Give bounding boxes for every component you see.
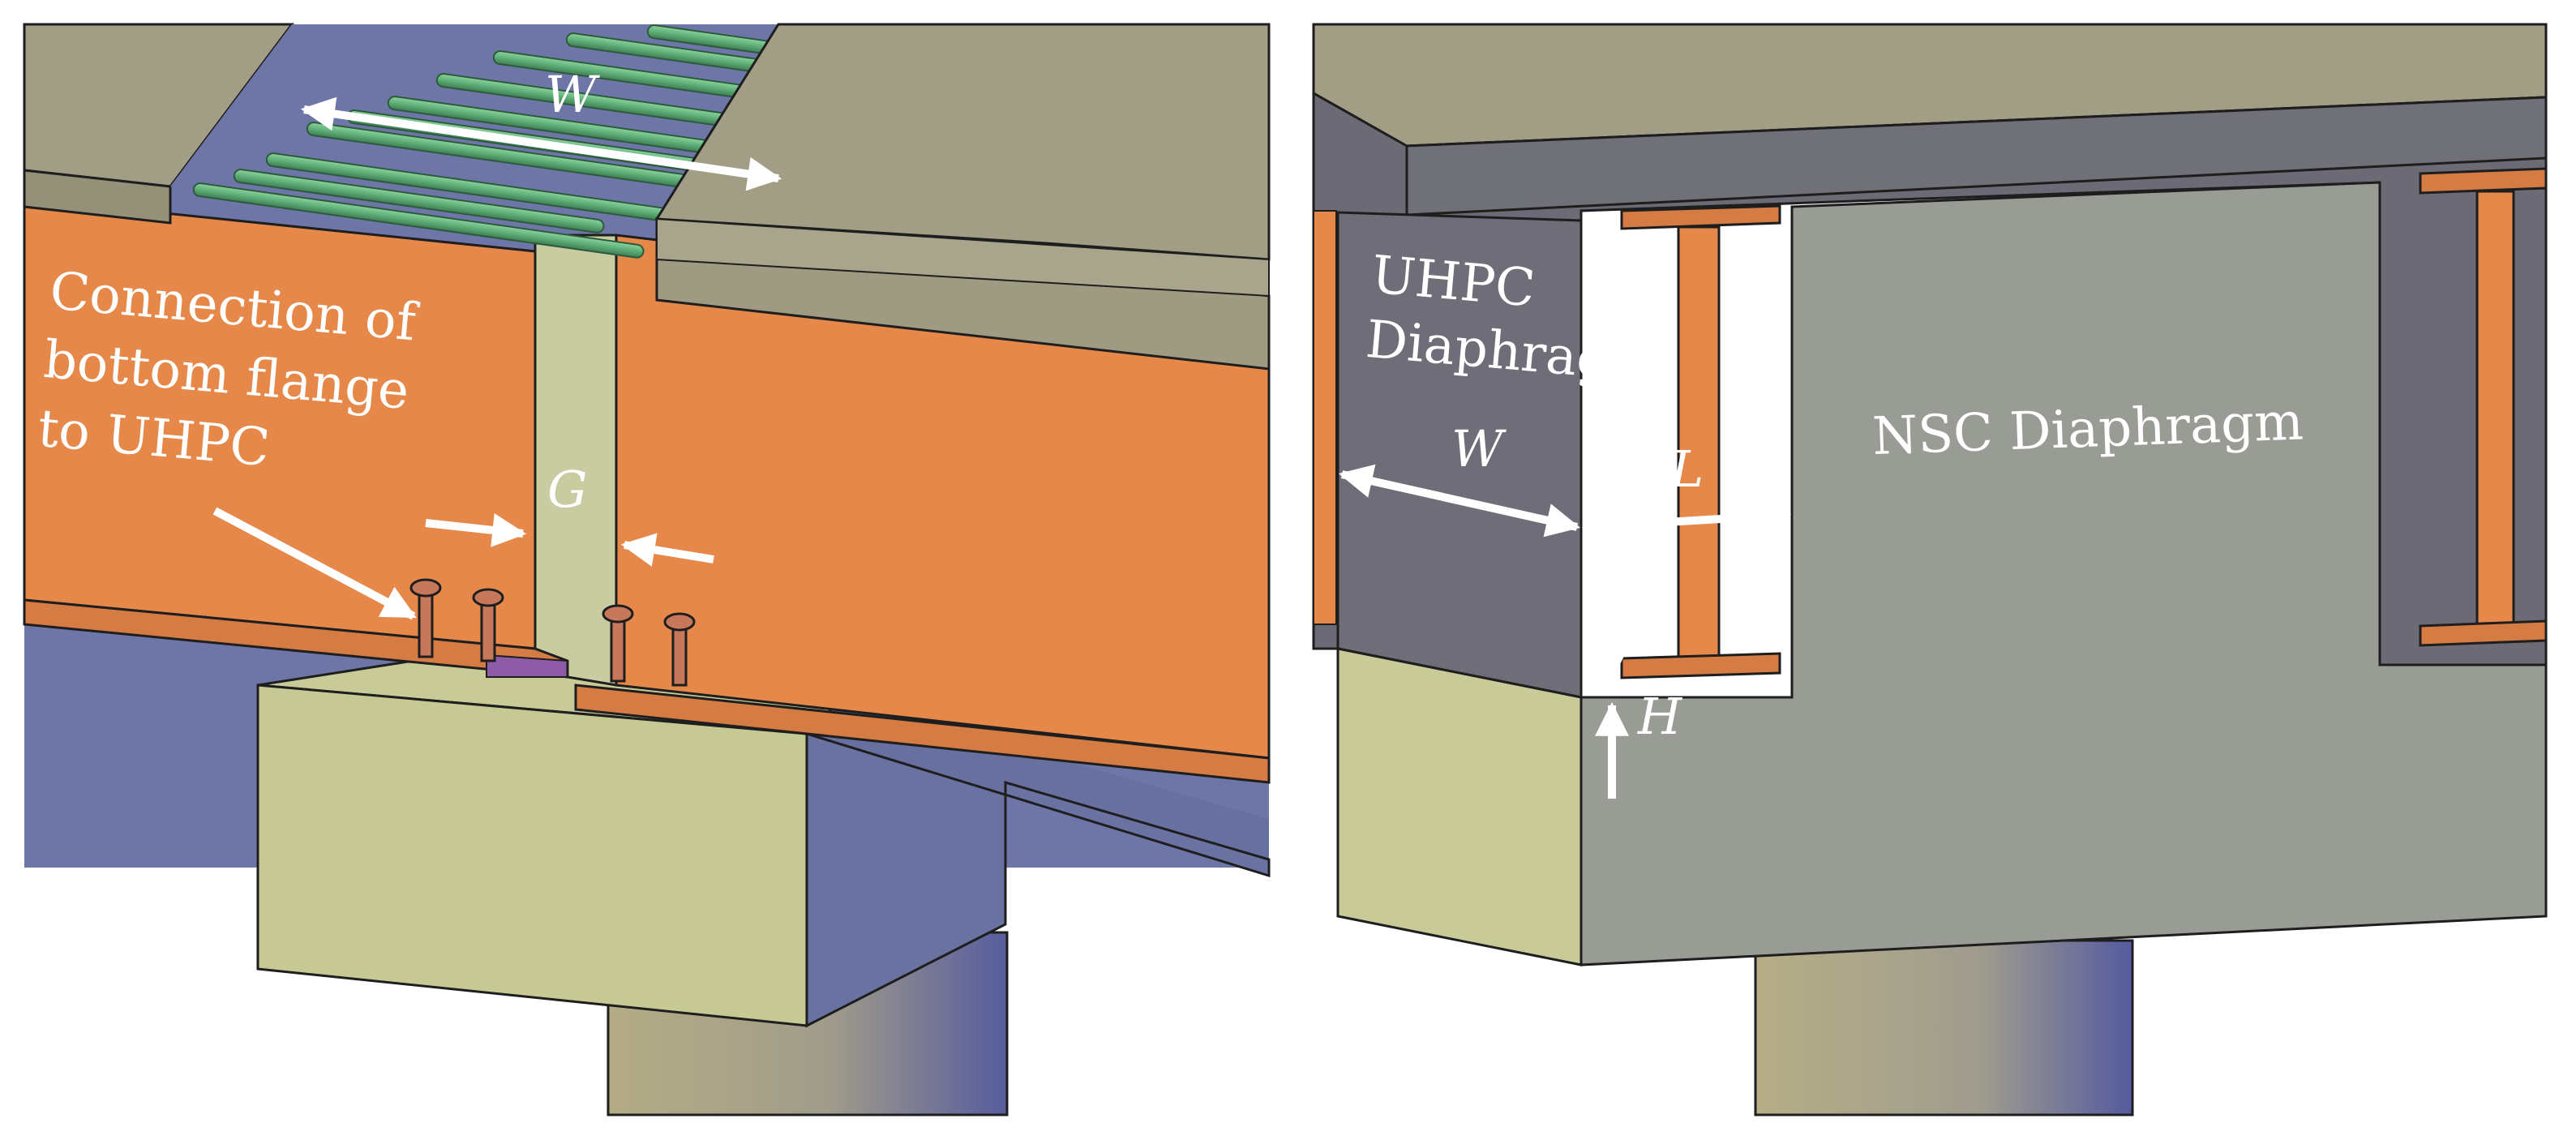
right-girder-bottom-flange [574,684,1271,784]
left-pier-cap-right [805,731,1271,1028]
i-girder-right [2419,167,2548,647]
right-deck-front-edge [1405,96,2548,216]
shear-stud [602,604,634,683]
gap-arrow-left [425,513,527,547]
height-label: H [1637,687,1683,746]
uhpc-label-line1: UHPC [1369,245,1537,319]
uhpc-gap-strip [534,234,618,687]
connection-pointer-arrow [212,507,417,620]
length-label: L [1669,439,1704,499]
length-arrow [1581,499,1792,542]
gap-label: G [547,460,588,519]
left-deck-slab-edge [23,169,172,225]
width-label: W [1451,419,1507,478]
right-panel: UHPC Diaphragm NSC Diaphragm W L H [1312,23,2548,1116]
i-girder-left [1620,204,1781,679]
width-arrow [1338,464,1581,538]
right-pier-cap-front [1336,647,1583,966]
shear-stud-group [409,578,696,687]
right-pier-column [1754,939,2134,1116]
right-panel-girder-edge [1313,210,1337,625]
rebar [192,182,645,259]
gap-arrow-right [620,533,714,567]
shear-stud [472,588,504,662]
left-pier-cap-front [256,684,808,1027]
left-dimension-arrows [212,96,782,620]
width-label: W [545,65,600,124]
right-deck-slab-front [656,217,1270,298]
shear-stud [663,612,696,687]
right-dimension-arrows [1338,464,1792,799]
left-panel: W G Connection of bottom flange to UHPC [23,23,1271,1116]
nsc-diaphragm [1579,181,2548,966]
width-arrow [300,96,782,191]
